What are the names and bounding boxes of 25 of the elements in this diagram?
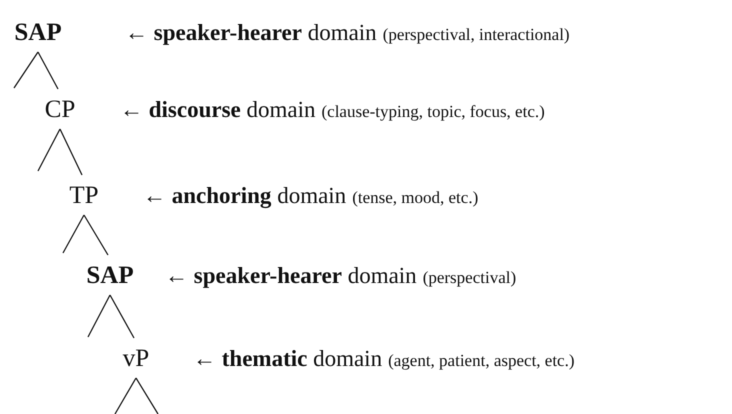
node-label: SAP xyxy=(13,18,63,48)
node-label: SAP xyxy=(85,261,135,291)
domain-note: (agent, patient, aspect, etc.) xyxy=(388,351,575,370)
domain-annotation: ← speaker-hearer domain xyxy=(165,263,417,288)
branch-line xyxy=(37,128,61,172)
node-label: vP xyxy=(122,344,150,374)
domain-note: (perspectival, interactional) xyxy=(382,25,570,44)
domain-annotation: ← anchoring domain xyxy=(143,183,346,208)
branch-line xyxy=(62,214,85,254)
branch-line xyxy=(114,378,137,414)
domain-note: (perspectival) xyxy=(422,268,516,287)
domain-note: (clause-typing, topic, focus, etc.) xyxy=(322,102,545,121)
branch-line xyxy=(14,52,38,88)
branch-line xyxy=(37,52,59,90)
branch-line xyxy=(109,294,135,338)
domain-annotation: ← thematic domain xyxy=(193,346,382,371)
node-label: CP xyxy=(44,95,76,125)
node-label: TP xyxy=(68,181,100,211)
branch-line xyxy=(87,294,111,338)
branch-line xyxy=(135,378,159,414)
domain-annotation: ← speaker-hearer domain xyxy=(125,20,377,45)
branch-line xyxy=(59,128,83,176)
domain-annotation: ← discourse domain xyxy=(120,97,316,122)
branch-line xyxy=(83,214,109,256)
domain-note: (tense, mood, etc.) xyxy=(352,188,478,207)
